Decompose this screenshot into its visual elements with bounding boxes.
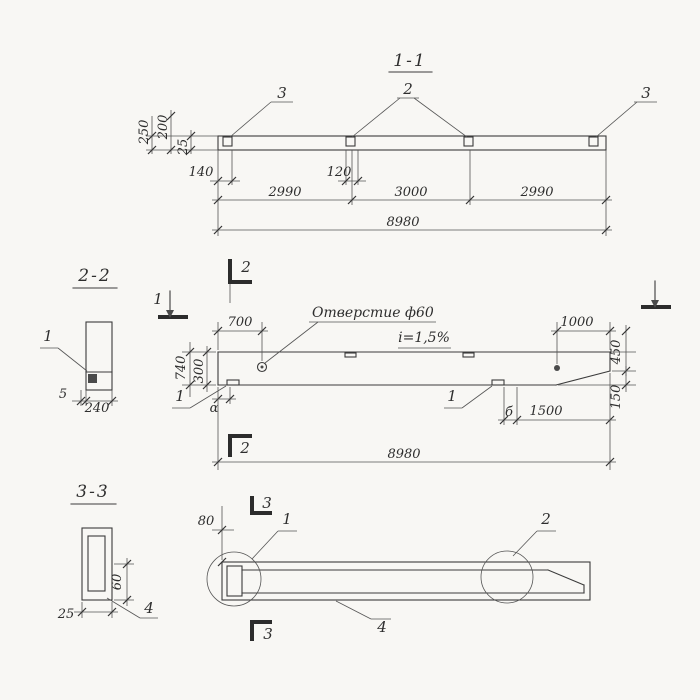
callout-1-right: 1 [447, 387, 457, 405]
dim-alpha: α [210, 401, 219, 416]
hole-center-dot [260, 365, 264, 369]
callout-3-right: 3 [641, 84, 651, 102]
plan-view: 1 2 4 80 3 3 [198, 494, 591, 643]
top-plate-mark [462, 352, 475, 358]
arrow-down-icon [651, 300, 659, 308]
channel-section-inner [87, 535, 106, 592]
dim-200: 200 [156, 115, 171, 141]
dim-span-3: 2990 [519, 185, 553, 200]
dim-150: 150 [609, 385, 624, 410]
dim-span-1: 2990 [267, 185, 301, 200]
dim-span-2: 3000 [394, 185, 427, 200]
detail-circle-right [480, 550, 534, 604]
section-marker-1-right [641, 280, 671, 309]
section-view-2-2: 2-2 1 5 240 [40, 266, 118, 416]
dim-700: 700 [228, 315, 253, 330]
view-2-2-title: 2-2 [77, 266, 111, 286]
dim-1500: 1500 [529, 404, 562, 419]
dim-250: 250 [137, 120, 152, 146]
callout-2: 2 [402, 80, 413, 98]
marker-1-left-label: 1 [153, 290, 163, 308]
dim-300: 300 [192, 359, 207, 384]
view-1-1-title: 1-1 [393, 51, 426, 71]
top-plate-mark [344, 352, 357, 358]
end-plate [226, 565, 243, 597]
dim-80: 80 [198, 514, 215, 529]
bottom-plate-mark [226, 379, 240, 386]
anchor-dot [554, 365, 560, 371]
callout-4-small: 4 [143, 599, 154, 617]
hole-circle [256, 361, 268, 373]
marker-2-bottom-label: 2 [239, 439, 250, 457]
dim-240: 240 [84, 401, 110, 416]
dim-140: 140 [189, 165, 214, 180]
bottom-plate-mark [491, 379, 505, 386]
dim-25: 25 [176, 139, 191, 157]
section-marker-2-top: 2 [228, 258, 252, 303]
anchor-plate [463, 136, 474, 147]
dim-60: 60 [110, 574, 125, 591]
dim-b: б [505, 405, 513, 420]
section-marker-2-bottom: 2 [228, 434, 252, 457]
anchor-plate [345, 136, 356, 147]
main-side-view: Отверстие ф60 i=1,5% 700 1000 450 150 [172, 305, 636, 470]
section-marker-3-bottom: 3 [250, 620, 273, 643]
hole-label: Отверстие ф60 [312, 305, 434, 321]
marker-3-bottom-label: 3 [263, 625, 273, 643]
channel-section-outer [81, 527, 113, 601]
section-marker-1-left: 1 [153, 290, 188, 319]
anchor-detail [88, 374, 97, 383]
marker-2-top-label: 2 [240, 258, 251, 276]
dim-1000: 1000 [560, 315, 593, 330]
dim-total-main: 8980 [387, 447, 420, 462]
callout-2-plan: 2 [540, 510, 551, 528]
view-3-3-title: 3-3 [76, 482, 109, 502]
cross-section-2-2 [85, 321, 113, 391]
dim-120: 120 [327, 165, 352, 180]
plan-outline [221, 561, 591, 601]
dim-5: 5 [59, 387, 67, 402]
anchor-plate [588, 136, 599, 147]
callout-1-left: 1 [175, 387, 185, 405]
callout-4-plan: 4 [376, 618, 387, 636]
section-view-1-1: 1-1 3 2 3 250 200 25 [137, 51, 657, 236]
section-marker-3-top: 3 [250, 494, 272, 515]
marker-3-top-label: 3 [262, 494, 272, 512]
detail-circle-left [206, 551, 262, 607]
slope-label: i=1,5% [398, 330, 450, 346]
callout-1-plan: 1 [282, 510, 292, 528]
arrow-down-icon [166, 310, 174, 318]
section-view-3-3: 3-3 60 25 4 [57, 482, 158, 622]
dim-450: 450 [609, 340, 624, 366]
anchor-plate [222, 136, 233, 147]
dim-740: 740 [174, 356, 189, 381]
dim-25-small: 25 [57, 607, 75, 622]
dim-total-1-1: 8980 [386, 215, 419, 230]
callout-3-left: 3 [277, 84, 287, 102]
callout-1-small: 1 [43, 327, 53, 345]
beam-strip [217, 135, 607, 151]
